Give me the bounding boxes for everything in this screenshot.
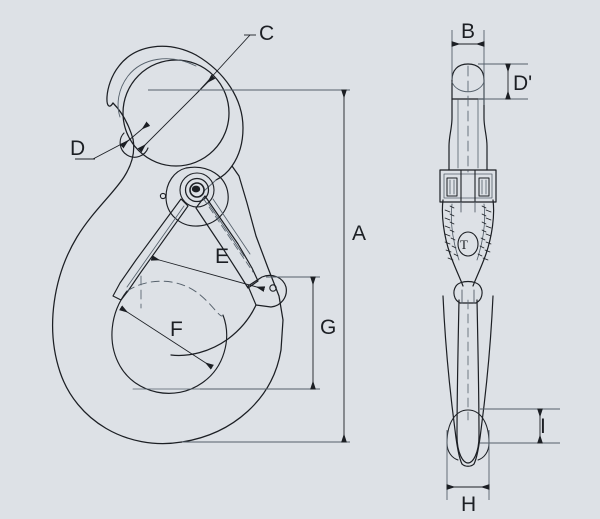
eye-bore-circle <box>122 59 230 167</box>
eye-outer-ring-right <box>215 165 233 181</box>
dim-D-line <box>119 121 151 149</box>
side-eye-underside <box>451 81 485 93</box>
side-tip-outer-right <box>473 295 494 465</box>
dim-label-I: I <box>540 415 546 438</box>
side-body-left <box>441 199 464 287</box>
latch-pivot-boss <box>165 166 229 227</box>
dim-label-F: F <box>170 318 183 341</box>
side-body-right <box>472 199 495 287</box>
side-serration-right <box>477 205 492 261</box>
grade-stamp-label: T <box>460 237 468 252</box>
dim-C-leader <box>195 34 251 95</box>
side-tip-nose <box>456 435 480 464</box>
dim-F-line <box>119 305 214 370</box>
side-tip-outer-left <box>442 295 463 465</box>
dim-label-A: A <box>352 222 366 245</box>
latch-lower-link <box>112 198 189 301</box>
shank-shoulder-line <box>203 179 217 192</box>
eye-outer-ring <box>106 45 197 107</box>
side-serration-left <box>444 205 459 261</box>
dim-label-E: E <box>215 245 229 268</box>
shank-witness-hole <box>159 192 167 200</box>
dim-label-C: C <box>259 22 274 45</box>
side-lower-joint <box>453 280 483 304</box>
latch-arm-centreline <box>202 197 254 273</box>
dim-label-D: D <box>70 137 85 160</box>
side-grade-stamp-ring <box>457 231 479 257</box>
dim-label-G: G <box>320 316 336 339</box>
dim-label-D-prime: D' <box>513 72 532 95</box>
side-shank-left <box>448 98 453 171</box>
front-view-dimensions <box>75 34 350 443</box>
dim-label-H: H <box>461 493 476 516</box>
front-view-dimension-labels: C D E F A G <box>70 22 366 341</box>
latch-tip-block <box>247 274 287 308</box>
eye-ring-relief-arc <box>117 58 197 118</box>
side-tip-inner-left <box>456 299 460 437</box>
latch-arm-detail <box>207 198 251 257</box>
dim-E-line <box>150 255 266 292</box>
hook-body-outline <box>52 54 284 445</box>
latch-tip-pin <box>269 284 277 292</box>
dim-D-leader <box>92 138 132 160</box>
side-shank-right <box>483 98 488 171</box>
throat-circle-hidden <box>126 280 224 317</box>
latch-lower-link-detail <box>126 205 185 288</box>
dim-label-B: B <box>461 20 475 43</box>
side-tip-hidden-circle <box>446 409 490 444</box>
side-view-dimension-labels: B D' I H <box>461 20 546 516</box>
side-view-group <box>439 63 497 467</box>
throat-circle-solid <box>111 290 228 394</box>
front-view-group <box>52 45 301 445</box>
side-tip-nose-outer <box>461 463 475 467</box>
side-tip-inner-right <box>476 299 480 437</box>
side-latch-housing <box>439 169 497 213</box>
side-view-dimensions <box>446 30 560 500</box>
side-body-inner-right <box>476 203 486 261</box>
side-lower-joint-slot <box>461 289 475 304</box>
